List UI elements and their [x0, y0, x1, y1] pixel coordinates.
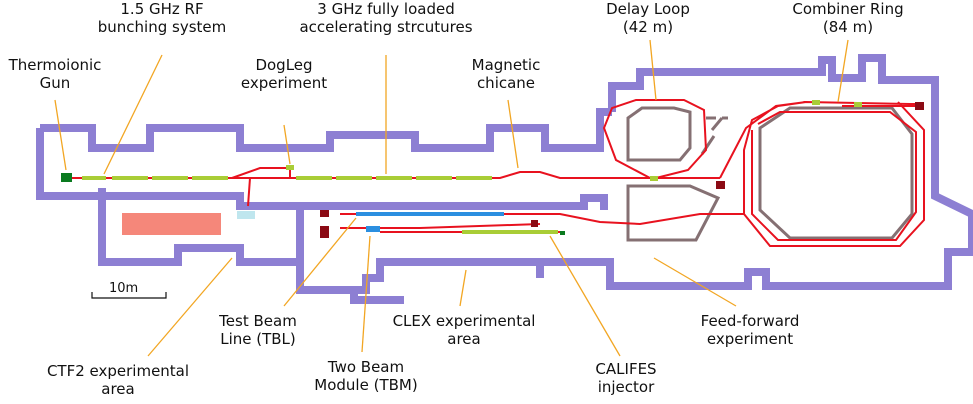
- structure: [854, 102, 862, 107]
- linac-hall-wall: [36, 108, 612, 200]
- structure: [336, 176, 372, 180]
- delay-loop-lower-block: [626, 184, 721, 242]
- linac-beamline: [70, 171, 720, 179]
- ctf2-room-wall: [98, 192, 300, 266]
- structure: [456, 176, 492, 180]
- leader-combiner-ring: [837, 39, 849, 103]
- label-combiner-ring: Combiner Ring(84 m): [792, 0, 903, 36]
- structure: [416, 176, 452, 180]
- dump: [915, 102, 924, 110]
- tbm-module: [366, 226, 380, 232]
- leader-lines: [54, 39, 849, 357]
- label-delay-loop: Delay Loop(42 m): [606, 0, 690, 36]
- ring-building-wall: [608, 54, 973, 290]
- ring-inner-track: [751, 111, 917, 241]
- combiner-ring-beamline: [719, 100, 925, 247]
- linac-inner-wall: [60, 158, 300, 188]
- leader-clex: [459, 269, 467, 307]
- structure: [376, 176, 412, 180]
- wall-stub-2: [468, 258, 544, 278]
- structure: [286, 165, 294, 170]
- thermoionic-gun-marker: [61, 173, 72, 182]
- ctf2-area-block: [122, 213, 221, 235]
- structure: [82, 176, 106, 180]
- leader-delay-loop: [649, 39, 657, 101]
- leader-tbl: [283, 217, 357, 307]
- leader-chicane: [507, 99, 519, 169]
- structure: [650, 176, 658, 181]
- dump: [320, 226, 329, 238]
- dump: [531, 220, 538, 227]
- structure: [152, 176, 188, 180]
- scale-bar-line: [91, 292, 167, 299]
- delay-loop-structures: [626, 106, 728, 242]
- leader-tbm: [361, 235, 371, 353]
- building-walls: [36, 54, 973, 304]
- beam-dumps: [320, 102, 924, 238]
- scale-bar-label: 10m: [109, 281, 138, 296]
- delay-loop-beamline: [602, 99, 708, 179]
- leader-dogleg: [283, 124, 291, 165]
- califes-gun: [560, 231, 565, 235]
- leader-rf-bunching: [103, 54, 163, 175]
- wall-stub-1: [350, 286, 404, 304]
- leader-feed-forward: [653, 257, 737, 307]
- dump: [716, 181, 725, 189]
- delay-loop-upper-block: [626, 106, 692, 162]
- scale-bar: 10m: [91, 281, 167, 299]
- tbl-elements: [356, 212, 504, 232]
- transfer-line: [340, 213, 744, 226]
- structure: [112, 176, 148, 180]
- structure: [192, 176, 228, 180]
- accelerating-structures: [82, 100, 862, 234]
- califes-structure: [462, 230, 558, 234]
- dogleg-beamline: [231, 167, 291, 207]
- structure: [296, 176, 332, 180]
- clex-hall-wall: [296, 194, 614, 294]
- leader-thermoionic-gun: [54, 99, 67, 171]
- combiner-ring-inner: [758, 106, 914, 240]
- leader-califes: [549, 235, 621, 357]
- dump: [320, 210, 329, 217]
- tbl-quad: [356, 212, 504, 216]
- dogleg-box: [237, 211, 255, 219]
- structure: [812, 100, 820, 105]
- leader-ctf2: [147, 257, 233, 357]
